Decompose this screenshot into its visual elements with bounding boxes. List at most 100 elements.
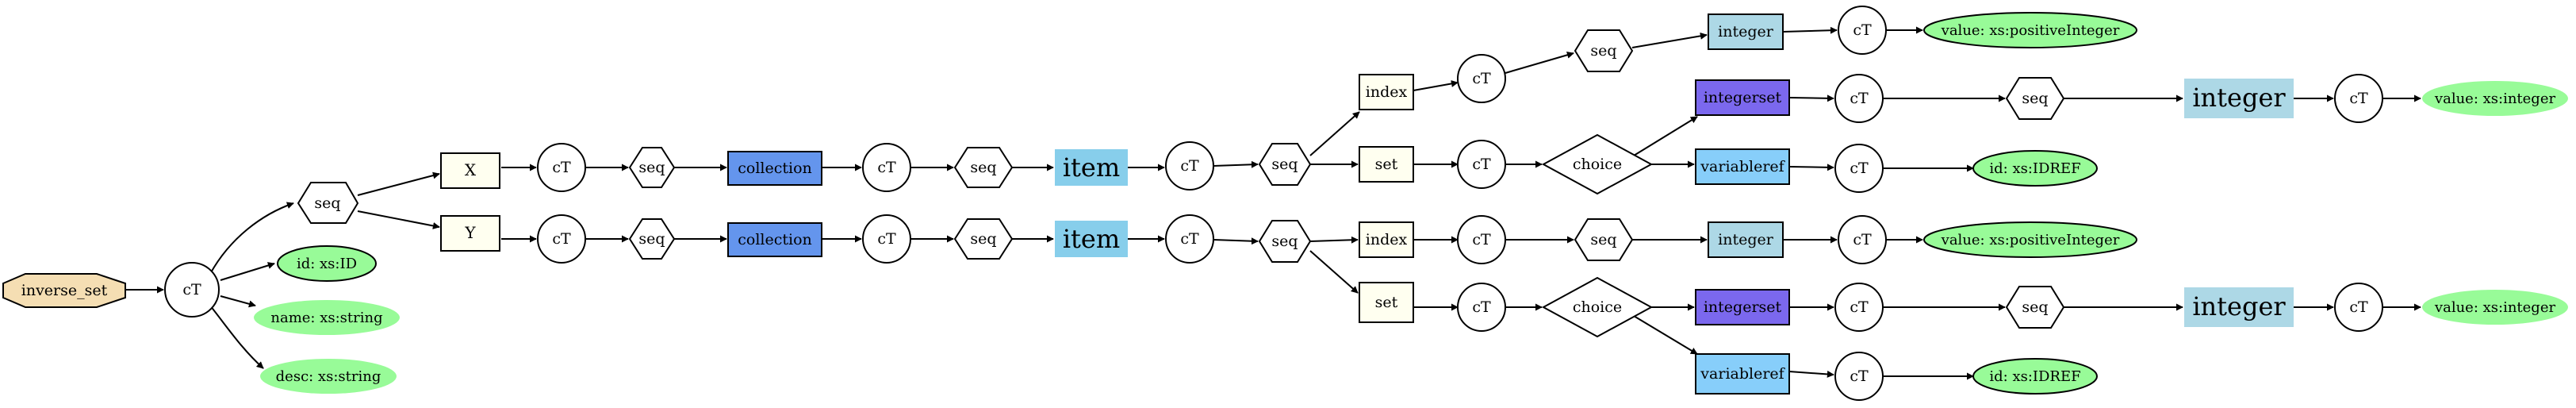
complex-type-node[interactable]: cT [1838,215,1887,264]
ellipse-shape [254,300,400,335]
attribute-node[interactable]: value: xs:positiveInteger [1923,12,2137,48]
sequence-node[interactable]: seq [628,147,676,188]
complex-type-node[interactable]: cT [1834,283,1884,332]
edge [357,210,440,229]
circle-shape [1457,283,1506,332]
complex-type-node[interactable]: cT [1834,74,1884,123]
sequence-node[interactable]: seq [1258,143,1312,186]
attribute-node[interactable]: id: xs:IDREF [1972,150,2098,187]
choice-node[interactable]: choice [1541,133,1654,195]
circle-shape [862,214,911,264]
sequence-node[interactable]: seq [2005,286,2065,329]
diamond-shape [1541,133,1654,195]
sequence-node[interactable]: seq [2005,77,2065,120]
node-label: cT [1853,21,1872,39]
node-label: integerset [1704,298,1782,316]
complex-type-node[interactable]: cT [1457,140,1506,189]
edge [220,262,275,281]
root-element-node[interactable]: inverse_set [2,273,126,308]
element-node-index[interactable]: index [1359,74,1414,110]
circle-shape [2334,74,2383,123]
complex-type-node[interactable]: cT [2334,283,2383,332]
rect-shape [2184,287,2294,327]
hexagon-shape [297,182,359,224]
edges [125,26,2421,380]
collection-node[interactable]: collection [727,222,822,257]
node-label: cT [1472,231,1491,248]
item-node[interactable]: item [1055,221,1128,257]
node-label: id: xs:IDREF [1989,368,2080,385]
sequence-node[interactable]: seq [297,182,359,224]
complex-type-node[interactable]: cT [1165,141,1214,191]
hexagon-shape [1258,220,1312,263]
attribute-node[interactable]: id: xs:ID [277,245,377,282]
choice-node[interactable]: choice [1541,276,1654,338]
rect-shape [1359,221,1414,258]
ellipse-shape [2422,290,2568,325]
sequence-node[interactable]: seq [953,218,1014,260]
node-label: value: xs:integer [2434,299,2556,316]
attribute-node[interactable]: desc: xs:string [260,359,397,394]
node-label: index [1366,83,1408,101]
integerset-node[interactable]: integerset [1695,289,1790,325]
item-node[interactable]: item [1055,149,1128,186]
sequence-node[interactable]: seq [1574,29,1634,72]
edge [209,202,294,275]
complex-type-node[interactable]: cT [2334,74,2383,123]
ellipse-shape [2422,81,2568,116]
circle-shape [1838,6,1887,55]
sequence-node[interactable]: seq [628,218,676,260]
rect-shape [1695,353,1790,395]
rect-shape [2184,79,2294,118]
complex-type-node[interactable]: cT [1834,144,1884,193]
attribute-node[interactable]: value: xs:positiveInteger [1923,221,2137,258]
node-label: value: xs:positiveInteger [1941,22,2120,39]
integer-node[interactable]: integer [1708,221,1784,258]
complex-type-node[interactable]: cT [1838,6,1887,55]
node-label: name: xs:string [270,310,382,326]
circle-shape [862,143,911,192]
element-node-x[interactable]: X [440,152,500,189]
variableref-node[interactable]: variableref [1695,148,1790,185]
complex-type-node[interactable]: cT [1457,283,1506,332]
complex-type-node[interactable]: cT [164,262,220,318]
node-label: cT [1472,156,1491,173]
circle-shape [1834,144,1884,193]
sequence-node[interactable]: seq [953,147,1014,188]
attribute-node[interactable]: value: xs:integer [2422,81,2568,116]
attribute-node[interactable]: id: xs:IDREF [1972,358,2098,395]
collection-node[interactable]: collection [727,151,822,186]
node-label: cT [2349,298,2368,316]
node-label: cT [1850,160,1869,177]
integer-node[interactable]: integer [2184,79,2294,118]
sequence-node[interactable]: seq [1258,220,1312,263]
variableref-node[interactable]: variableref [1695,353,1790,395]
integer-node[interactable]: integer [1708,13,1784,50]
node-label: X [465,160,477,179]
element-node-set[interactable]: set [1359,282,1414,323]
complex-type-node[interactable]: cT [1834,352,1884,401]
sequence-node[interactable]: seq [1574,218,1634,261]
complex-type-node[interactable]: cT [537,143,586,192]
attribute-node[interactable]: name: xs:string [254,300,400,335]
complex-type-node[interactable]: cT [1457,54,1506,103]
element-node-set[interactable]: set [1359,146,1414,183]
node-label: seq [2022,298,2048,316]
integer-node[interactable]: integer [2184,287,2294,327]
complex-type-node[interactable]: cT [1165,214,1214,264]
element-node-y[interactable]: Y [440,215,500,252]
node-label: seq [2022,90,2048,107]
complex-type-node[interactable]: cT [1457,215,1506,264]
complex-type-node[interactable]: cT [862,143,911,192]
element-node-index[interactable]: index [1359,221,1414,258]
integerset-node[interactable]: integerset [1695,79,1790,116]
attribute-node[interactable]: value: xs:integer [2422,290,2568,325]
complex-type-node[interactable]: cT [537,214,586,264]
hexagon-shape [1574,29,1634,72]
node-label: collection [738,231,812,248]
complex-type-node[interactable]: cT [862,214,911,264]
edge [209,305,264,369]
node-label: seq [1271,156,1298,173]
rect-shape [1695,79,1790,116]
